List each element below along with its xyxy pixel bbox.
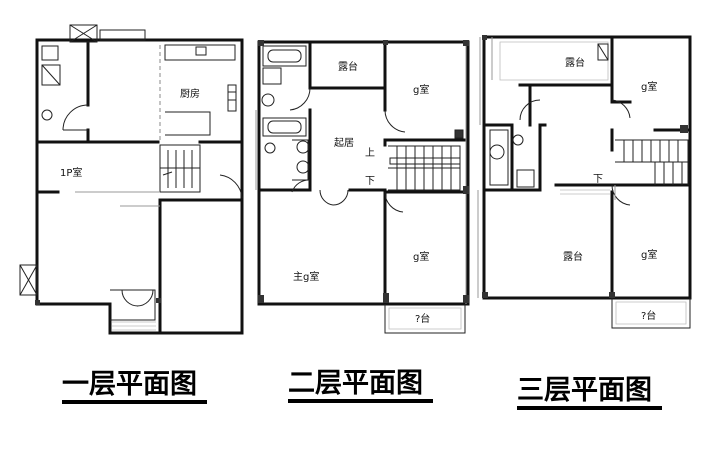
bathtub-icon — [262, 45, 307, 67]
plan-third-floor: 露台 g室 下 露台 g室 ?台 — [477, 35, 692, 329]
toilet-icon — [489, 144, 505, 160]
shower-icon — [516, 169, 535, 188]
plan-second-floor: 露台 g室 起居 上 下 主g室 g室 ?台 — [255, 40, 470, 334]
plan-title-first: 一层平面图 — [62, 369, 197, 400]
toilet-icon — [41, 109, 53, 121]
bedroom-bottom-label: g室 — [641, 248, 657, 261]
dining-label: 1P室 — [60, 166, 82, 179]
stair-down-label: 下 — [593, 174, 603, 185]
master-bedroom-label: 主g室 — [293, 270, 319, 283]
chimney-icon — [69, 24, 98, 43]
terrace-label: 露台 — [338, 60, 358, 73]
bedroom-top-label: g室 — [641, 80, 657, 93]
window-bay-icon — [19, 264, 38, 296]
plan-title-second: 二层平面图 — [288, 368, 423, 399]
toilet-icon — [261, 93, 275, 107]
kitchen-label: 厨房 — [180, 87, 200, 100]
balcony-label: ?台 — [415, 312, 430, 325]
plan-first-floor: 厨房 1P室 — [19, 24, 244, 335]
plan-title-third: 三层平面图 — [517, 375, 652, 406]
bedroom-bottom-label: g室 — [413, 250, 429, 263]
living-label: 起居 — [334, 137, 354, 149]
sink-icon — [41, 45, 59, 61]
stair-down-label: 下 — [365, 176, 375, 187]
balcony-label: ?台 — [641, 309, 656, 322]
terrace-top-label: 露台 — [565, 56, 585, 69]
stove-icon — [227, 84, 237, 112]
bedroom-top-label: g室 — [413, 83, 429, 96]
terrace-big-label: 露台 — [563, 250, 583, 263]
stair-up-label: 上 — [365, 147, 375, 159]
